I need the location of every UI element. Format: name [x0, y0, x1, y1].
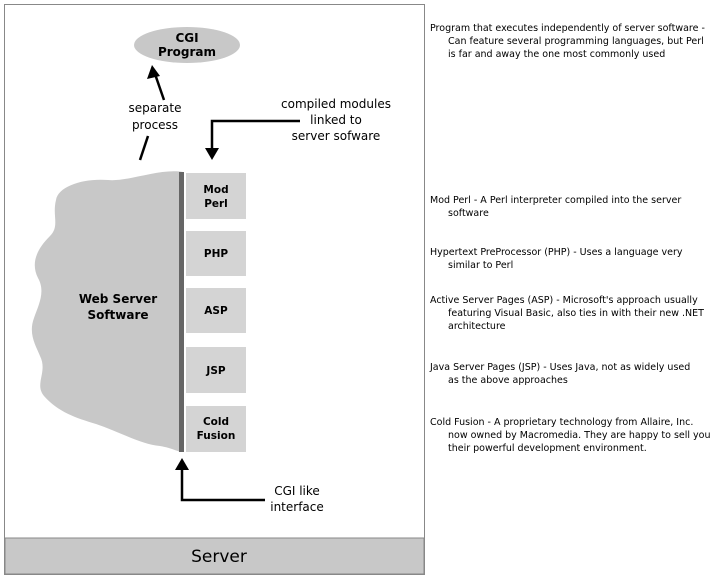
interface-bar	[179, 172, 184, 452]
separate-process-label-line1: separate	[129, 101, 182, 115]
cgi-interface-arrow	[175, 458, 265, 502]
web-server-diagram: Server CGI Program separate process Web …	[4, 4, 425, 575]
web-server-blob	[31, 171, 183, 453]
note-line: now owned by Macromedia. They are happy …	[448, 430, 711, 441]
module-php: PHP	[186, 231, 246, 276]
compiled-modules-label-line2: linked to	[310, 113, 362, 127]
note-line: software	[448, 208, 489, 219]
note-line: featuring Visual Basic, also ties in wit…	[448, 308, 704, 319]
separate-process-label-line2: process	[132, 118, 178, 132]
cgi-program-label-line2: Program	[158, 45, 216, 59]
module-cold-fusion: Cold Fusion	[186, 406, 246, 452]
cgi-interface-label-line2: interface	[270, 500, 324, 514]
note-line: architecture	[448, 321, 506, 332]
process-link-line	[138, 135, 150, 161]
note-cgi-program: Program that executes independently of s…	[430, 22, 719, 61]
note-line: Cold Fusion - A proprietary technology f…	[430, 417, 694, 428]
note-line: Hypertext PreProcessor (PHP) - Uses a la…	[430, 247, 683, 258]
web-server-label-line2: Software	[87, 308, 148, 322]
module-mod-perl-line2: Perl	[204, 198, 228, 210]
note-line: Program that executes independently of s…	[430, 23, 705, 34]
note-jsp: Java Server Pages (JSP) - Uses Java, not…	[430, 361, 719, 387]
note-php: Hypertext PreProcessor (PHP) - Uses a la…	[430, 246, 719, 272]
note-line: Active Server Pages (ASP) - Microsoft's …	[430, 295, 698, 306]
web-server-label-line1: Web Server	[79, 292, 157, 306]
note-line: their powerful development environment.	[448, 443, 647, 454]
separate-process-arrow	[147, 65, 166, 101]
module-jsp: JSP	[186, 347, 246, 393]
module-php-label: PHP	[204, 248, 228, 260]
note-line: as the above approaches	[448, 375, 568, 386]
note-line: Java Server Pages (JSP) - Uses Java, not…	[430, 362, 691, 373]
note-line: Mod Perl - A Perl interpreter compiled i…	[430, 195, 682, 206]
note-line: Can feature several programming language…	[448, 36, 704, 47]
note-line: is far and away the one most commonly us…	[448, 49, 666, 60]
compiled-modules-arrow	[205, 119, 300, 160]
server-bar	[4, 537, 425, 575]
module-mod-perl-line1: Mod	[203, 184, 228, 196]
module-mod-perl: Mod Perl	[186, 173, 246, 219]
module-asp-label: ASP	[204, 305, 228, 317]
note-line: similar to Perl	[448, 260, 514, 271]
notes-panel: Program that executes independently of s…	[430, 0, 719, 579]
module-cold-fusion-line2: Fusion	[197, 430, 236, 442]
compiled-modules-label-line3: server sofware	[292, 129, 381, 143]
module-cold-fusion-line1: Cold	[203, 416, 229, 428]
cgi-program-label-line1: CGI	[175, 31, 198, 45]
note-cold-fusion: Cold Fusion - A proprietary technology f…	[430, 416, 719, 455]
module-jsp-label: JSP	[205, 365, 225, 377]
compiled-modules-label-line1: compiled modules	[281, 97, 391, 111]
note-mod-perl: Mod Perl - A Perl interpreter compiled i…	[430, 194, 719, 220]
module-asp: ASP	[186, 288, 246, 333]
server-label: Server	[191, 547, 247, 567]
note-asp: Active Server Pages (ASP) - Microsoft's …	[430, 294, 719, 333]
cgi-program-ellipse	[134, 27, 240, 63]
cgi-interface-label-line1: CGI like	[274, 484, 320, 498]
